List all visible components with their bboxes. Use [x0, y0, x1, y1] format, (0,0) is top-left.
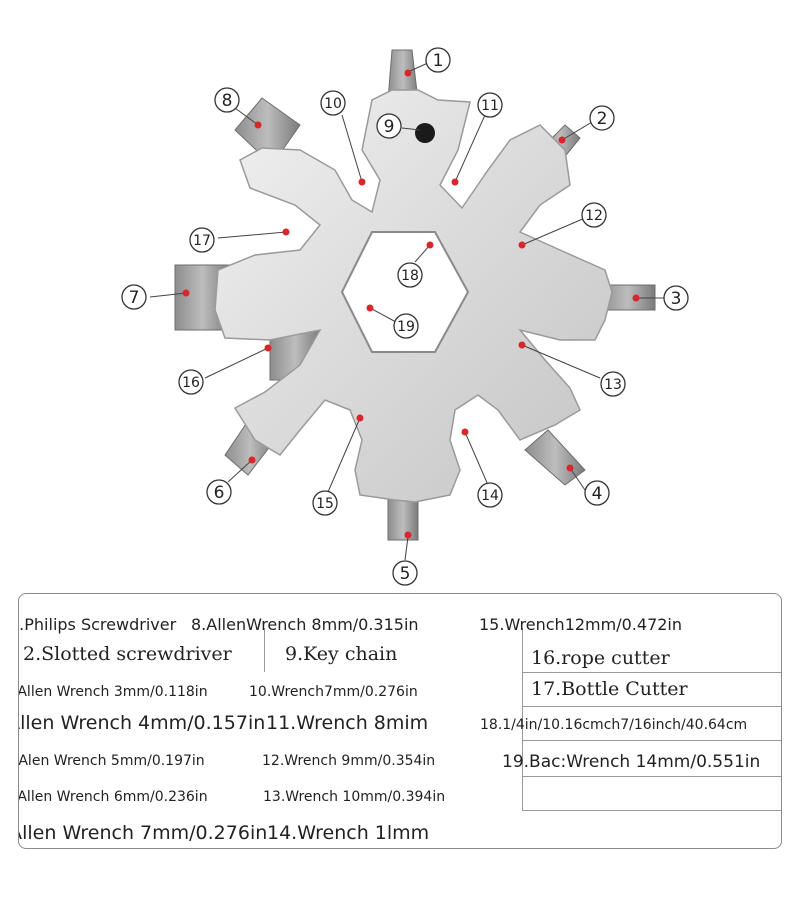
callout-9: 9 — [384, 117, 395, 137]
row-divider — [522, 672, 781, 673]
callout-10: 10 — [324, 96, 342, 112]
callout-13: 13 — [604, 377, 622, 393]
row-divider — [522, 810, 781, 811]
snowflake-tool-diagram: 1 2 3 4 5 6 7 8 9 10 11 12 13 14 15 16 1… — [121, 47, 689, 586]
callout-numbers: 1 2 3 4 5 6 7 8 9 10 11 12 13 14 15 16 1… — [129, 51, 682, 584]
callout-4: 4 — [592, 484, 603, 504]
legend-item-12: 12.Wrench 9mm/0.354in — [262, 753, 436, 769]
legend-item-18: 18.1/4in/10.16cmch7/16inch/40.64cm — [480, 717, 748, 733]
legend-item-1: 1.Philips Screwdriver — [18, 615, 177, 634]
callout-3: 3 — [671, 289, 682, 309]
legend-item-2: 2.Slotted screwdriver — [23, 643, 232, 665]
legend-item-3: 3.Allen Wrench 3mm/0.118in — [18, 684, 208, 700]
legend-item-5: 5.Alen Wrench 5mm/0.197in — [18, 753, 205, 769]
column-divider — [522, 628, 523, 810]
legend-item-16: 16.rope cutter — [531, 647, 670, 669]
legend-item-17: 17.Bottle Cutter — [531, 678, 688, 700]
legend-item-10: 10.Wrench7mm/0.276in — [249, 684, 418, 700]
callout-6: 6 — [214, 483, 225, 503]
legend-item-7: 7.Allen Wrench 7mm/0.276in — [18, 822, 268, 844]
callout-12: 12 — [585, 208, 603, 224]
callout-leaders — [149, 61, 665, 561]
callout-14: 14 — [481, 488, 499, 504]
callout-circles — [121, 47, 689, 586]
keychain-hole — [415, 123, 435, 143]
legend-item-4: 4.Allen Wrench 4mm/0.157in — [19, 712, 266, 734]
legend-item-11: 11.Wrench 8mim — [266, 712, 429, 734]
hex-hole — [340, 231, 470, 353]
callout-2: 2 — [597, 109, 608, 129]
tool-legend-table: 1.Philips Screwdriver 2.Slotted screwdri… — [18, 593, 782, 849]
callout-15: 15 — [316, 496, 334, 512]
callout-18: 18 — [401, 268, 419, 284]
callout-7: 7 — [129, 288, 140, 308]
callout-11: 11 — [481, 98, 499, 114]
callout-8: 8 — [222, 91, 233, 111]
legend-item-14: 14.Wrench 1lmm — [267, 822, 430, 844]
callout-17: 17 — [193, 233, 211, 249]
callout-16: 16 — [182, 375, 200, 391]
column-divider — [264, 628, 265, 672]
legend-item-8: 8.AllenWrench 8mm/0.315in — [191, 615, 419, 634]
row-divider — [522, 740, 781, 741]
callout-dots — [182, 69, 640, 539]
legend-item-13: 13.Wrench 10mm/0.394in — [263, 789, 446, 805]
legend-item-15: 15.Wrench12mm/0.472in — [479, 615, 683, 634]
callout-19: 19 — [397, 319, 415, 335]
legend-item-19: 19.Bac:Wrench 14mm/0.551in — [502, 752, 761, 772]
legend-item-6: 6.Allen Wrench 6mm/0.236in — [18, 789, 208, 805]
legend-item-9: 9.Key chain — [285, 643, 398, 665]
row-divider — [522, 776, 781, 777]
callout-1: 1 — [433, 51, 444, 71]
row-divider — [522, 706, 781, 707]
callout-5: 5 — [400, 564, 411, 584]
